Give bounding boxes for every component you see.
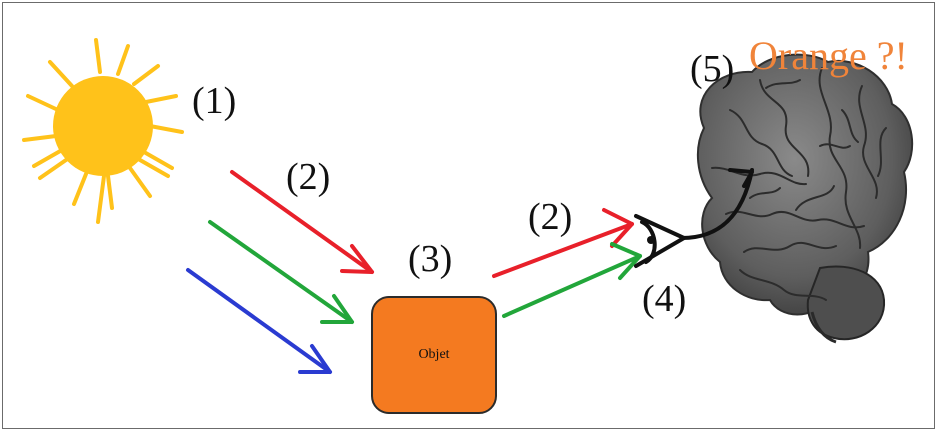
step-4-label: (4) (642, 278, 687, 320)
green-ray-reflected (502, 242, 642, 318)
step-3-label: (3) (408, 238, 453, 280)
reflected-rays (492, 208, 642, 318)
incoming-rays (186, 170, 374, 374)
eye-icon (634, 214, 686, 268)
step-2-label-incoming: (2) (286, 156, 331, 198)
perceived-color-label: Orange ?! (749, 33, 908, 78)
red-ray-incoming (230, 170, 374, 274)
red-ray-reflected (492, 208, 634, 278)
green-ray-incoming (208, 220, 354, 324)
optic-nerve-line (680, 168, 754, 240)
step-5-label: (5) (690, 48, 735, 90)
step-2-label-reflected: (2) (528, 196, 573, 238)
sun-icon (22, 38, 184, 224)
step-1-label: (1) (192, 80, 237, 122)
object-label: Objet (418, 347, 450, 362)
blue-ray-incoming (186, 268, 332, 374)
brain-icon (696, 53, 914, 344)
object-box: Objet (371, 296, 497, 414)
